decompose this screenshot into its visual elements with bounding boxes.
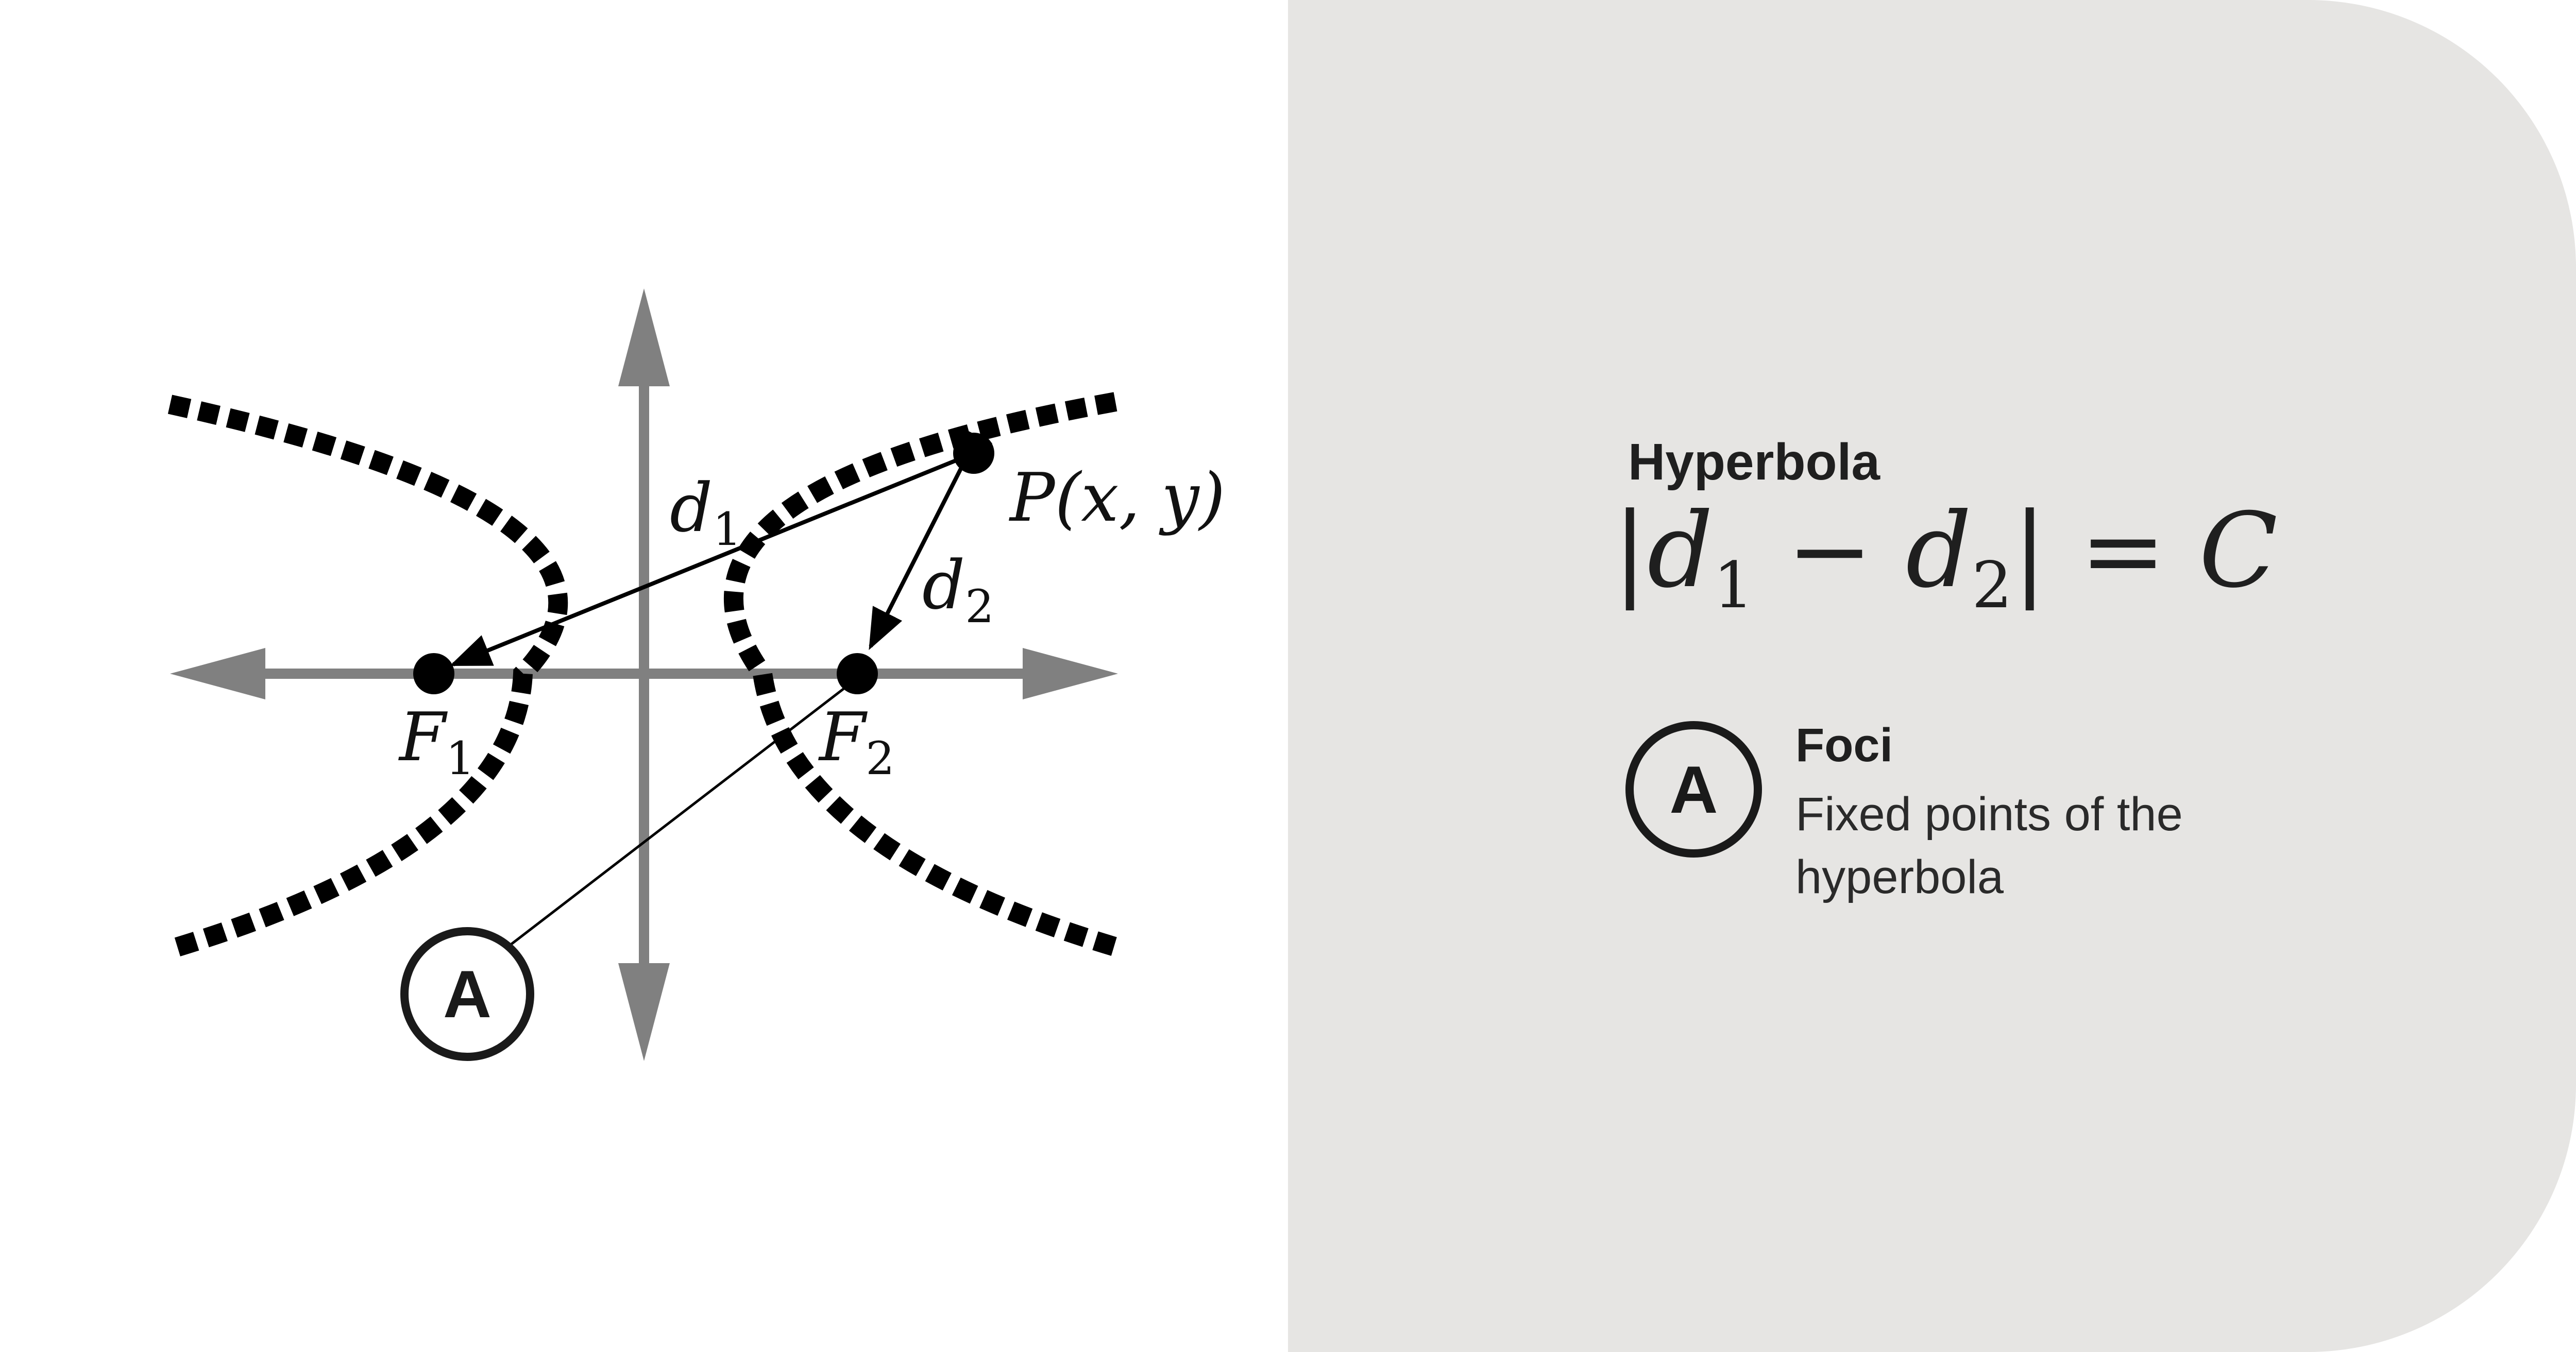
label-f2: F2 bbox=[819, 698, 895, 785]
formula-constant: C bbox=[2199, 491, 2278, 611]
formula-abs-bar-left: | bbox=[1613, 491, 1648, 611]
point-p bbox=[953, 433, 994, 474]
formula-d1-sub: 1 bbox=[1713, 549, 1754, 623]
formula-d1: d bbox=[1647, 491, 1714, 611]
info-panel bbox=[1288, 0, 2576, 1352]
label-point-p: P(x, y) bbox=[1010, 458, 1226, 537]
formula-abs-bar-right: | bbox=[2012, 491, 2047, 611]
formula: |d1 − d2| = C bbox=[1613, 489, 2278, 624]
label-d1: d1 bbox=[670, 469, 742, 556]
distance-line-d2 bbox=[869, 428, 993, 651]
x-axis-arrow-left bbox=[170, 648, 265, 699]
label-f1: F1 bbox=[399, 698, 475, 785]
callout-leader-line bbox=[509, 679, 856, 946]
formula-d2: d bbox=[1906, 491, 1972, 611]
callout-marker-a: A bbox=[400, 927, 534, 1061]
y-axis-arrow-down bbox=[618, 963, 670, 1061]
focus-f2-point bbox=[837, 653, 878, 694]
formula-minus: − bbox=[1754, 491, 1906, 611]
label-d2: d2 bbox=[922, 546, 994, 633]
legend-title-foci: Foci bbox=[1795, 719, 1893, 772]
x-axis-arrow-right bbox=[1023, 648, 1118, 699]
panel-title: Hyperbola bbox=[1628, 433, 1880, 491]
legend-description-foci: Fixed points of the hyperbola bbox=[1795, 788, 2183, 903]
legend-marker-a: A bbox=[1625, 721, 1762, 858]
focus-f1-point bbox=[413, 653, 454, 694]
y-axis-arrow-up bbox=[618, 288, 670, 386]
formula-equals: = bbox=[2047, 491, 2199, 611]
formula-d2-sub: 2 bbox=[1972, 549, 2012, 623]
hyperbola-left-branch bbox=[167, 395, 568, 957]
